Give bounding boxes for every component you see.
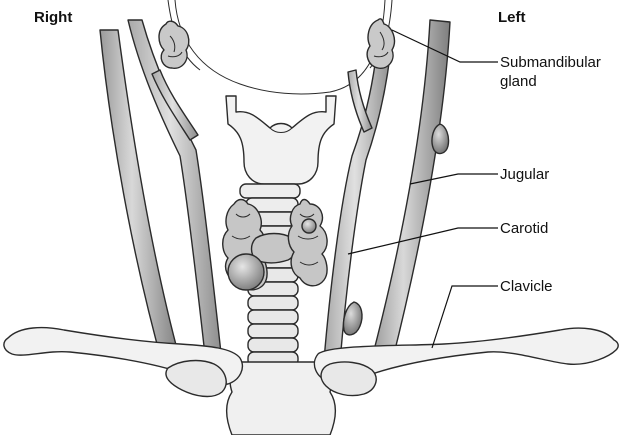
thyroid-nodule-small <box>302 219 316 233</box>
leader-clavicle <box>432 286 498 348</box>
thyroid-left-lobe <box>288 200 327 286</box>
right-jugular-vein <box>100 30 180 366</box>
leader-carotid <box>348 228 498 254</box>
lymph-node-upper <box>432 124 449 153</box>
submandibular-gland-label-line1: Submandibular <box>500 54 601 71</box>
left-submandibular-gland <box>367 19 394 68</box>
clavicle-label: Clavicle <box>500 278 553 295</box>
thyroid-cartilage <box>226 96 336 184</box>
right-submandibular-gland <box>159 21 189 68</box>
carotid-label: Carotid <box>500 220 548 237</box>
orientation-left-label: Left <box>498 9 526 26</box>
right-clavicle-head <box>166 361 226 397</box>
lymph-node-lower <box>343 302 362 335</box>
jugular-label: Jugular <box>500 166 549 183</box>
orientation-right-label: Right <box>34 9 72 26</box>
thyroid-nodule-large <box>228 254 264 290</box>
submandibular-gland-label-line2: gland <box>500 73 537 90</box>
